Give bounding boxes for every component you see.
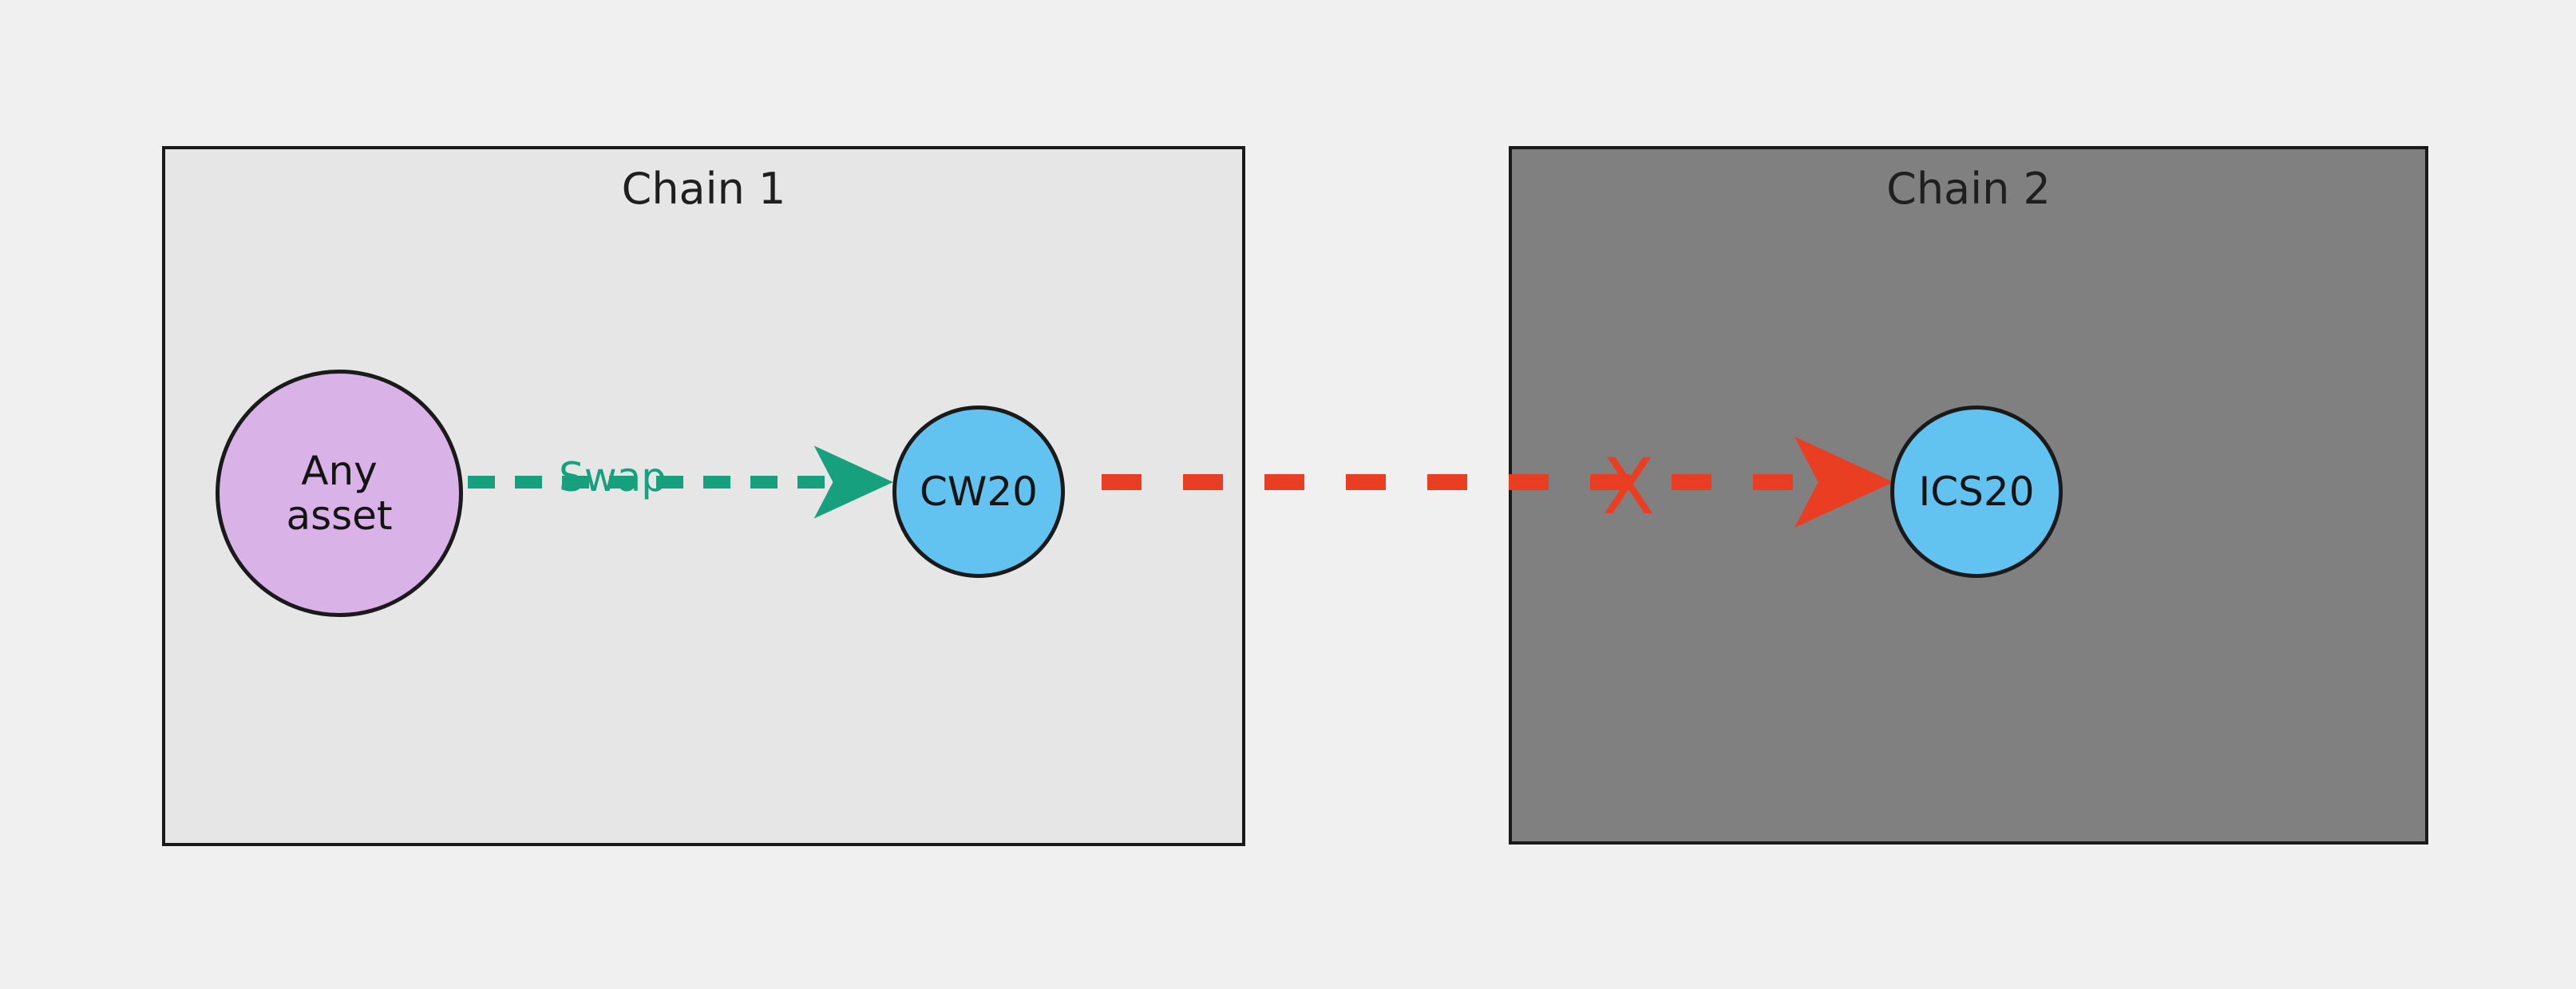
node-ics20: ICS20	[1890, 405, 2063, 578]
blocked-cross-icon: X	[1602, 442, 1655, 532]
node-any-asset: Any asset	[216, 370, 463, 617]
chain-1-title: Chain 1	[621, 164, 786, 214]
node-any-asset-label: Any asset	[286, 448, 393, 539]
node-ics20-label: ICS20	[1918, 469, 2035, 515]
swap-edge-label: Swap	[559, 454, 667, 500]
node-cw20-label: CW20	[920, 469, 1038, 515]
node-cw20: CW20	[892, 405, 1065, 578]
chain-2-title: Chain 2	[1886, 164, 2051, 214]
